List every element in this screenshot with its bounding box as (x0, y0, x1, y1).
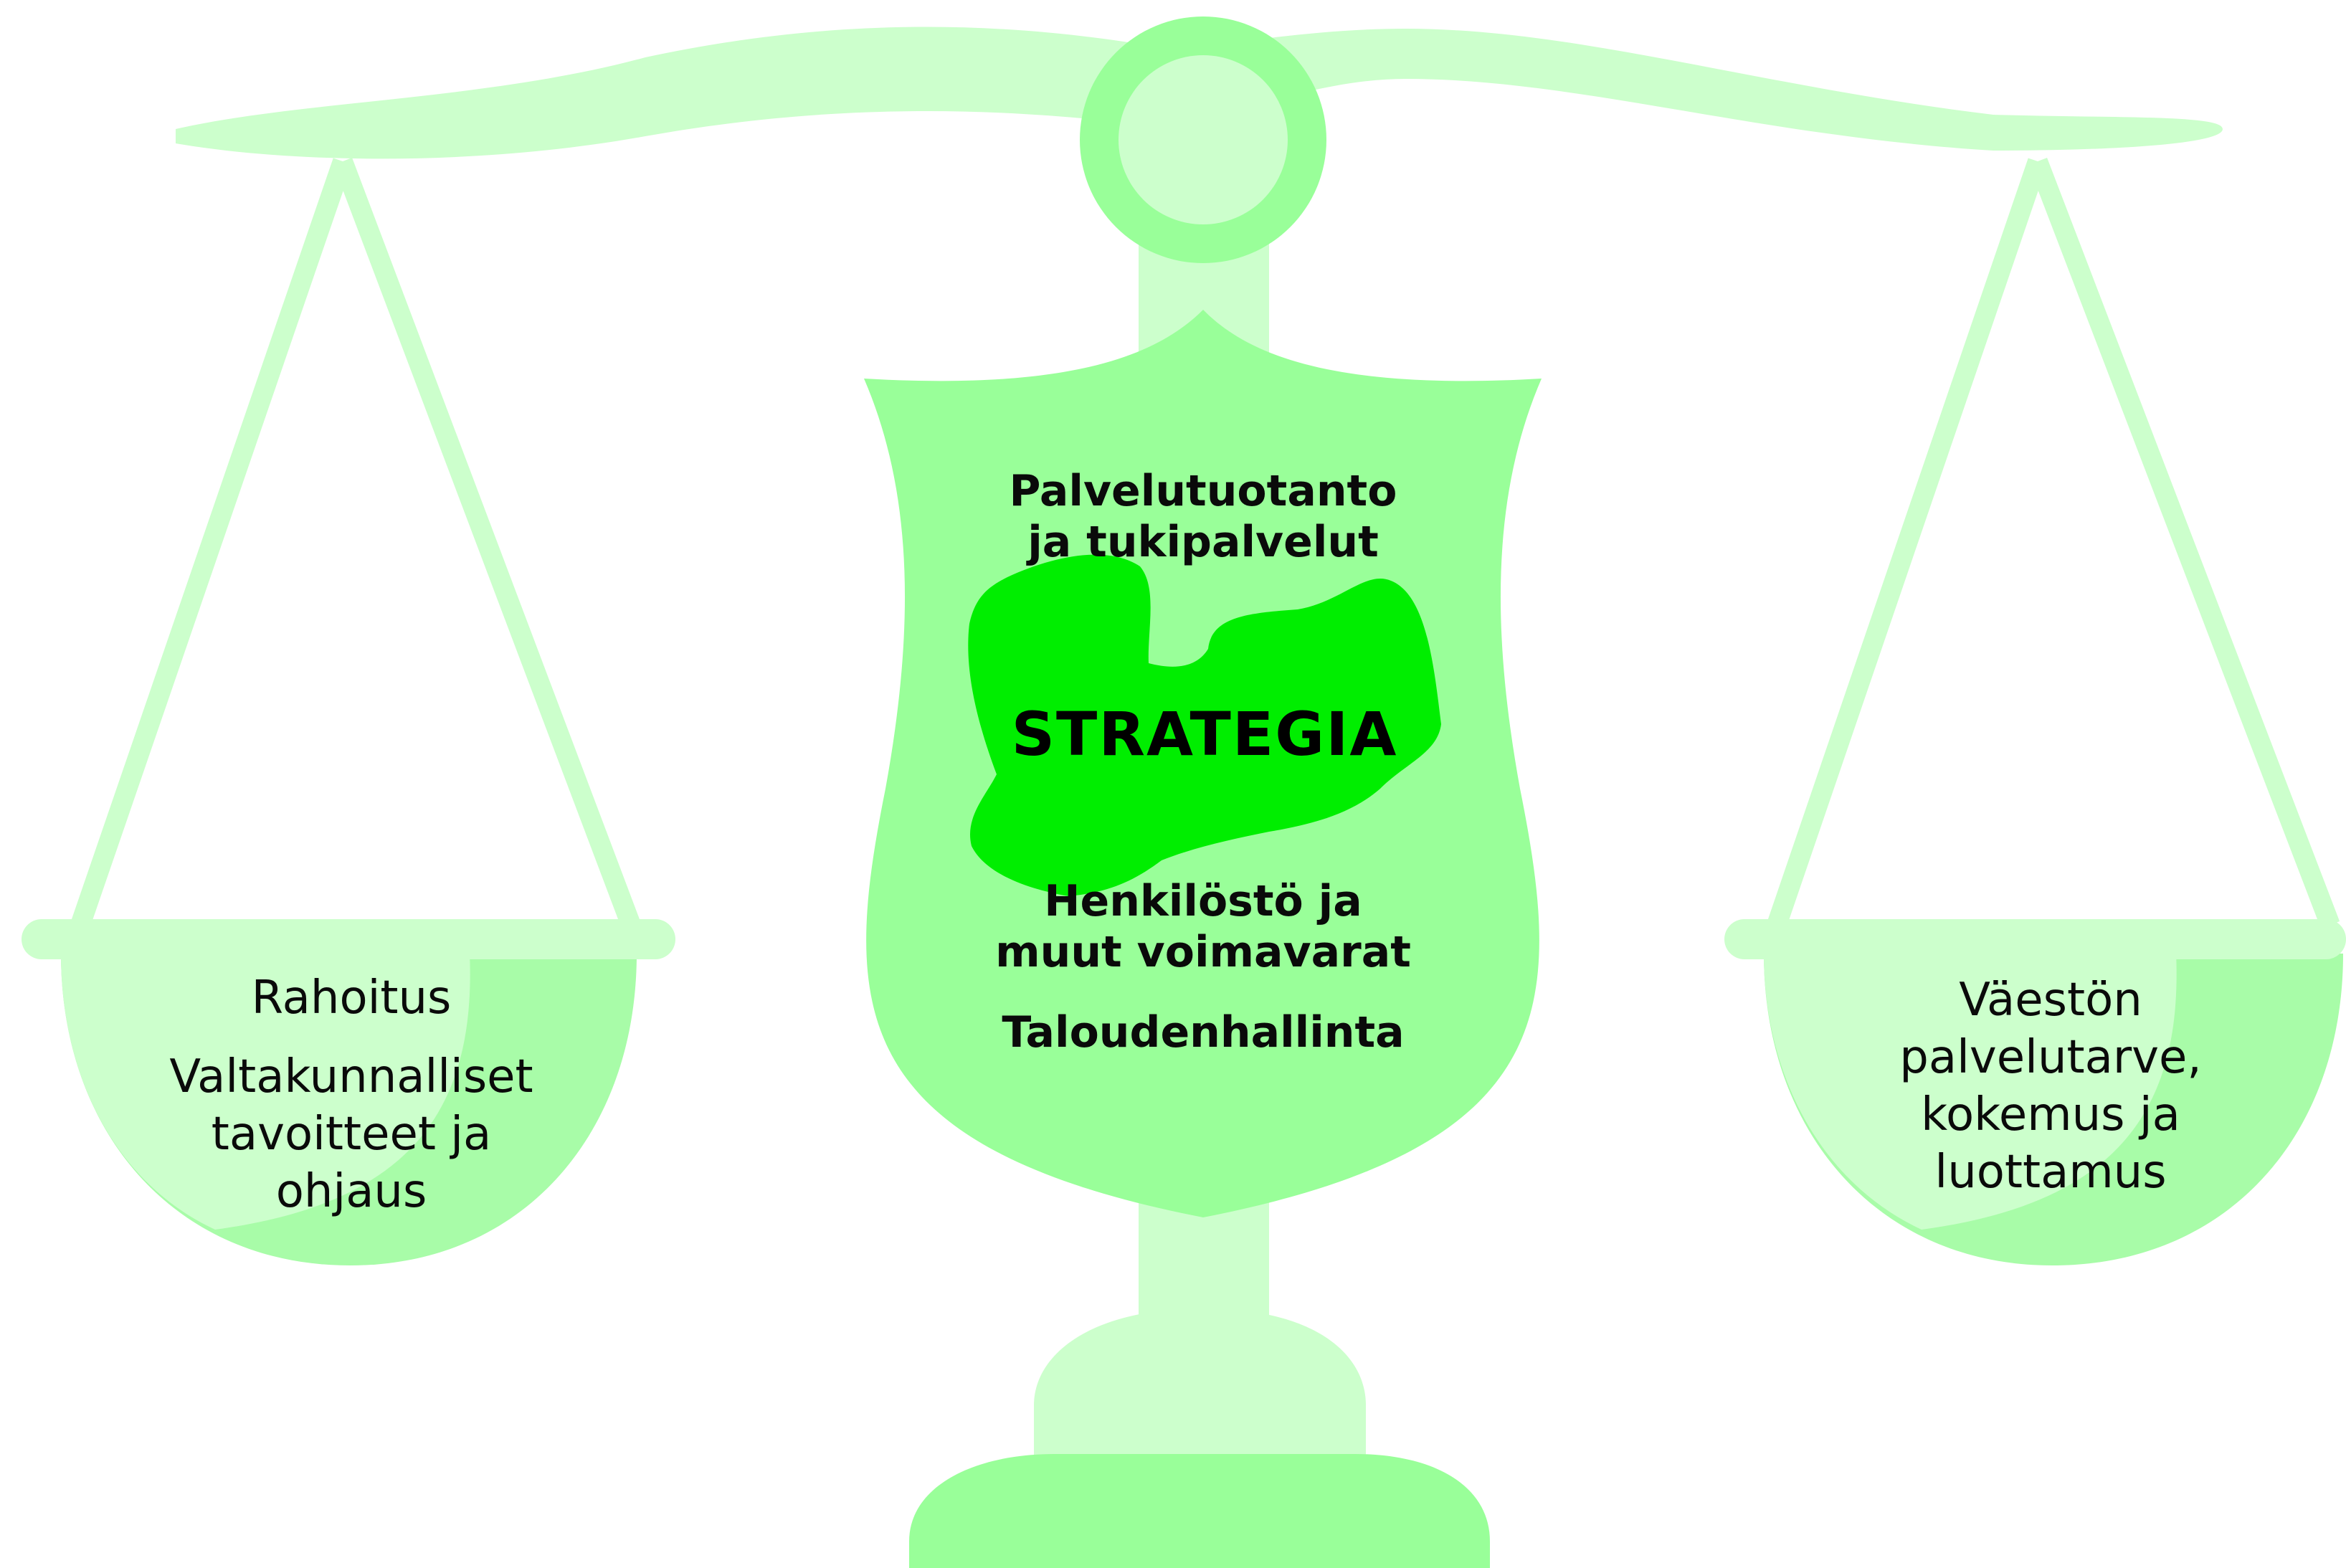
right-pan-line-4: luottamus (1934, 1146, 2167, 1199)
right-pan-line-1: Väestön (1959, 974, 2142, 1027)
left-pan-label-1: Rahoitus (251, 971, 452, 1025)
base-upper (1034, 1308, 1366, 1463)
center-bottom-line-2: muut voimavarat (995, 926, 1411, 977)
right-pan-rim (1724, 919, 2346, 959)
base-lower (909, 1454, 1490, 1568)
center-bottom-label: Henkilöstö ja muut voimavarat (959, 876, 1447, 978)
right-pan-line-3: kokemus ja (1921, 1088, 2180, 1141)
center-top-label: Palvelutuotanto ja tukipalvelut (959, 466, 1447, 568)
left-pan-line-1: Valtakunnalliset (169, 1050, 533, 1103)
center-bottom-extra: Taloudenhallinta (1002, 1007, 1405, 1058)
center-bottom-line-1: Henkilöstö ja (1044, 876, 1362, 926)
left-pan-line-2: tavoitteet ja (211, 1108, 492, 1161)
strategy-title: STRATEGIA (1011, 699, 1398, 769)
left-chain-1 (70, 158, 353, 928)
pivot-ring-inner (1119, 55, 1288, 224)
center-top-line-2: ja tukipalvelut (1027, 516, 1379, 567)
strategy-blob (968, 554, 1441, 896)
right-chain-2 (2028, 157, 2340, 929)
left-pan-rim (22, 919, 675, 959)
left-pan-highlight (61, 954, 470, 1230)
right-pan-line-2: palvelutarve, (1899, 1031, 2202, 1084)
left-chain-2 (333, 158, 641, 928)
left-pan-line-3: ohjaus (275, 1165, 427, 1218)
left-pan-label-2: Valtakunnalliset tavoitteet ja ohjaus (100, 1048, 602, 1220)
right-pan-highlight (1764, 954, 2177, 1230)
right-pan-label: Väestön palvelutarve, kokemus ja luottam… (1814, 971, 2287, 1201)
center-top-line-1: Palvelutuotanto (1009, 466, 1397, 516)
right-chain-1 (1767, 158, 2048, 928)
